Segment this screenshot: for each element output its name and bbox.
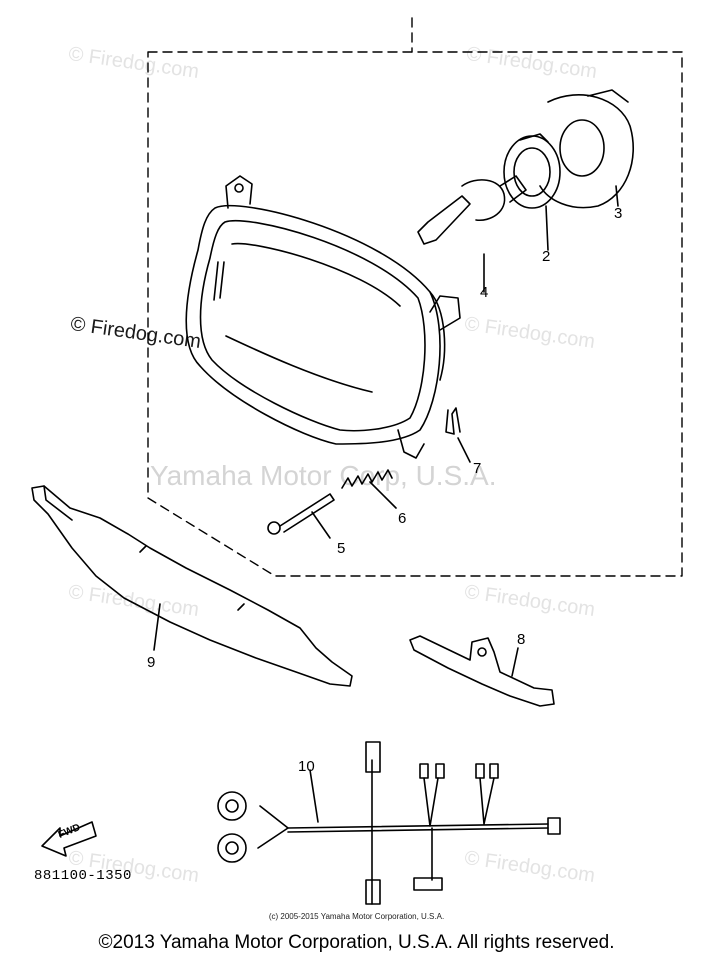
headlight-stay (31, 485, 353, 687)
headlight-housing (185, 175, 461, 459)
callout-2: 2 (542, 248, 551, 265)
footer-copyright: ©2013 Yamaha Motor Corporation, U.S.A. A… (98, 932, 615, 953)
bulb-socket (503, 133, 561, 251)
dust-cover (539, 89, 634, 209)
callout-9: 9 (147, 654, 156, 671)
callout-3: 3 (614, 205, 623, 222)
callout-5: 5 (337, 540, 346, 557)
assembly-boundary (147, 17, 683, 577)
small-copyright: (c) 2005-2015 Yamaha Motor Corporation, … (268, 912, 445, 921)
bracket (409, 635, 555, 707)
callout-7: 7 (473, 460, 482, 477)
wire-harness (217, 741, 561, 905)
callout-6: 6 (398, 510, 407, 527)
callout-10: 10 (298, 758, 315, 775)
part-code: 881100-1350 (34, 868, 132, 884)
callout-4: 4 (480, 284, 489, 301)
fwd-arrow (41, 821, 97, 857)
adjusting-screw (267, 493, 335, 539)
watermark-corp: Yamaha Motor Corp, U.S.A. (150, 460, 497, 491)
adjusting-spring (341, 469, 397, 509)
headlight-bulb (417, 175, 527, 293)
callout-8: 8 (517, 631, 526, 648)
clip (445, 407, 471, 463)
